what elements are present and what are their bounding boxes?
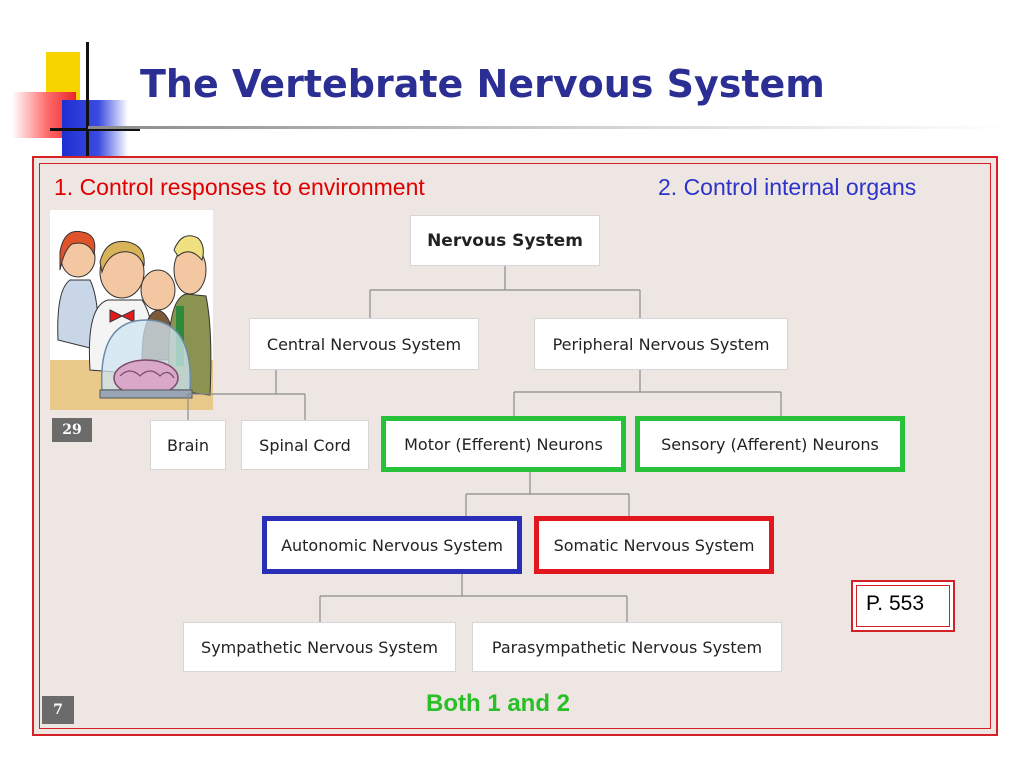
node-central-nervous-system: Central Nervous System <box>249 318 479 370</box>
function-2-label: 2. Control internal organs <box>658 174 917 200</box>
page-reference-text: P. 553 <box>856 585 950 627</box>
corner-logo-graphic <box>0 40 140 160</box>
node-nervous-system: Nervous System <box>410 215 600 266</box>
both-label: Both 1 and 2 <box>426 690 571 717</box>
node-autonomic-nervous-system: Autonomic Nervous System <box>262 516 522 574</box>
scientists-brain-cartoon <box>50 210 213 410</box>
slide-number-badge-small: 29 <box>52 418 92 442</box>
function-1-label: 1. Control responses to environment <box>54 174 425 200</box>
title-underline <box>88 126 1012 129</box>
node-brain: Brain <box>150 420 226 470</box>
node-parasympathetic-nervous-system: Parasympathetic Nervous System <box>472 622 782 672</box>
slide-number-badge: 7 <box>42 696 74 724</box>
node-motor-neurons: Motor (Efferent) Neurons <box>381 416 626 472</box>
node-peripheral-nervous-system: Peripheral Nervous System <box>534 318 788 370</box>
node-sensory-neurons: Sensory (Afferent) Neurons <box>635 416 905 472</box>
node-somatic-nervous-system: Somatic Nervous System <box>534 516 774 574</box>
node-spinal-cord: Spinal Cord <box>241 420 369 470</box>
node-sympathetic-nervous-system: Sympathetic Nervous System <box>183 622 456 672</box>
slide-title: The Vertebrate Nervous System <box>140 62 825 106</box>
page-reference-box: P. 553 <box>851 580 955 632</box>
